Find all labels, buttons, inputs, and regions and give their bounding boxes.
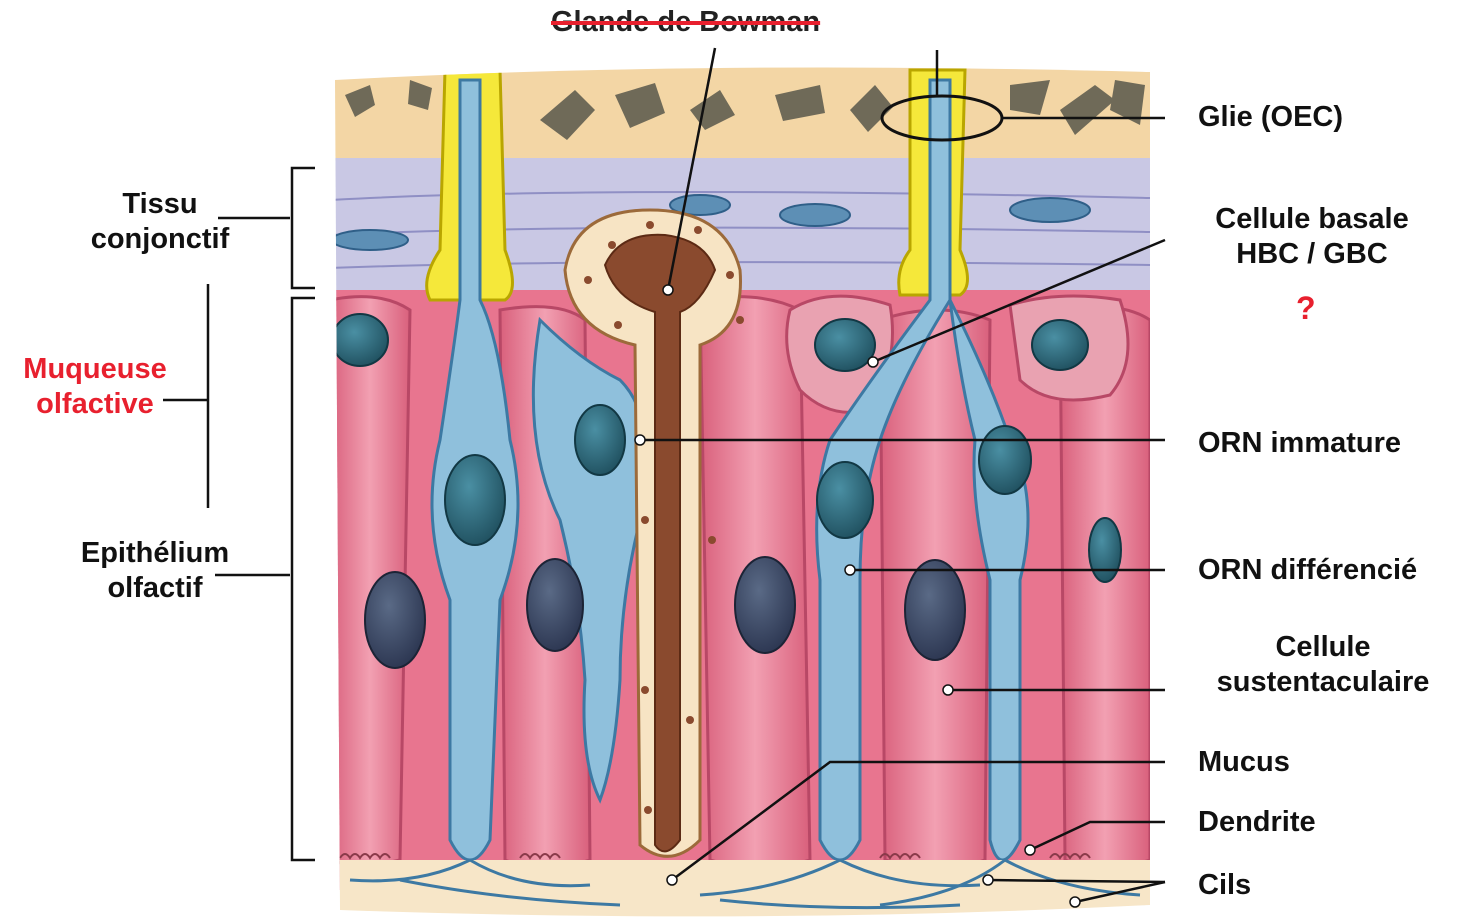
olfactory-epithelium-label: Epithélium olfactif <box>50 536 260 606</box>
sustentacular-cell-label: Cellule sustentaculaire <box>1188 630 1458 700</box>
olfactory-mucosa-line1: Muqueuse <box>0 352 190 387</box>
dendrite-label: Dendrite <box>1198 805 1316 840</box>
sustentacular-label-line1: Cellule <box>1188 630 1458 665</box>
basal-cell-label: Cellule basale HBC / GBC <box>1180 202 1444 272</box>
orn-immature-label: ORN immature <box>1198 426 1401 461</box>
bowman-gland-label: Glande de Bowman <box>551 6 820 39</box>
cilia-label: Cils <box>1198 868 1251 903</box>
connective-tissue-line1: Tissu <box>60 187 260 222</box>
tissue-illustration <box>320 60 1160 920</box>
mucus-label: Mucus <box>1198 745 1290 780</box>
brackets <box>208 168 315 860</box>
connective-tissue-line2: conjonctif <box>60 222 260 257</box>
basal-cell-label-line1: Cellule basale <box>1180 202 1444 237</box>
question-mark: ? <box>1296 290 1316 327</box>
sustentacular-label-line2: sustentaculaire <box>1188 665 1458 700</box>
basal-cell-label-line2: HBC / GBC <box>1180 237 1444 272</box>
glia-label: Glie (OEC) <box>1198 100 1343 135</box>
olfactory-epithelium-line1: Epithélium <box>50 536 260 571</box>
olfactory-epithelium-line2: olfactif <box>50 571 260 606</box>
orn-differentiated-label: ORN différencié <box>1198 553 1417 588</box>
olfactory-mucosa-label: Muqueuse olfactive <box>0 352 190 422</box>
connective-tissue-label: Tissu conjonctif <box>60 187 260 257</box>
olfactory-mucosa-line2: olfactive <box>0 387 190 422</box>
